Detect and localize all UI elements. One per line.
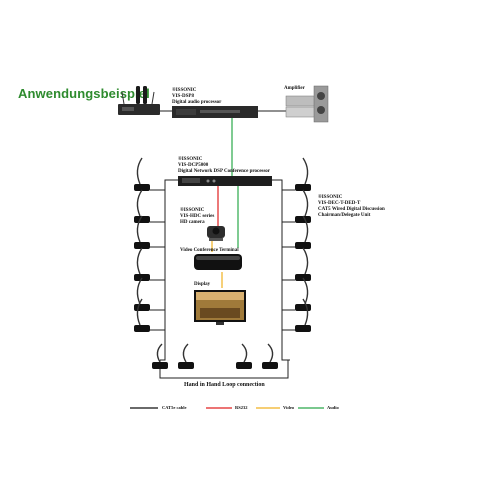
legend-label-cat5: CAT5e cable — [162, 405, 187, 410]
wireless-receiver-icon — [118, 91, 160, 115]
loop-delegate-units — [152, 343, 278, 369]
left-delegate-units — [134, 157, 150, 332]
hd-camera-icon — [207, 226, 225, 241]
video-terminal-label: Video Conference Terminal — [180, 248, 239, 253]
conference-processor-icon — [178, 176, 272, 186]
cat5-cables — [150, 110, 295, 379]
amplifier-icon — [285, 85, 329, 123]
legend-label-video: Video — [283, 405, 295, 410]
legend-label-audio: Audio — [327, 405, 339, 410]
display-icon — [194, 290, 246, 325]
right-delegate-units — [295, 157, 311, 332]
amplifier-label: Amplifier — [284, 86, 305, 91]
legend-label-rs232: RS232 — [235, 405, 248, 410]
page-heading: Anwendungsbeispiel — [18, 86, 150, 101]
loop-connection-label: Hand in Hand Loop connection — [184, 382, 265, 388]
dsp-rack-icon — [172, 106, 258, 118]
handheld-mic-icon — [136, 86, 147, 104]
video-terminal-icon — [194, 254, 242, 270]
display-label: Display — [194, 282, 211, 287]
